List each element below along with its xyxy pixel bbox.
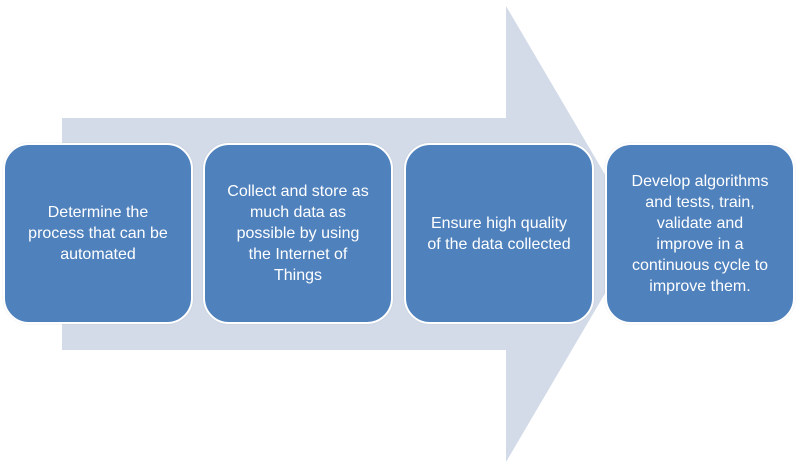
step-1-box: Determine the process that can be automa… — [3, 143, 193, 324]
step-4-text: Develop algorithms and tests, train, val… — [631, 172, 769, 295]
step-3-box: Ensure high quality of the data collecte… — [404, 143, 594, 324]
step-2-box: Collect and store as much data as possib… — [203, 143, 393, 324]
step-4-box: Develop algorithms and tests, train, val… — [605, 143, 795, 324]
step-2-text: Collect and store as much data as possib… — [227, 183, 369, 284]
step-3-text: Ensure high quality of the data collecte… — [427, 214, 571, 253]
step-1-text: Determine the process that can be automa… — [28, 204, 168, 263]
